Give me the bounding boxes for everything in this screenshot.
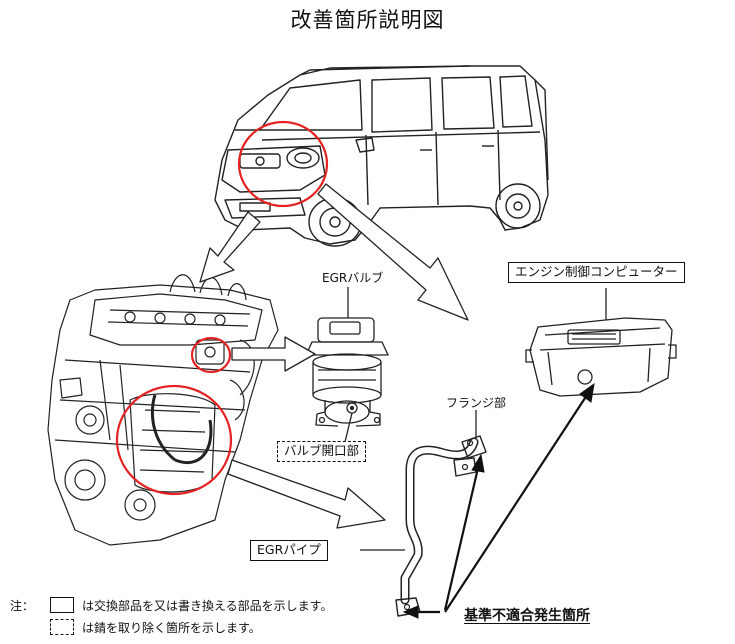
page-title: 改善箇所説明図 — [290, 8, 445, 32]
vehicle-highlight-circle — [237, 120, 329, 208]
egr-pipe-illustration — [395, 435, 487, 617]
ecu-label: エンジン制御コンピューター — [508, 262, 685, 283]
valve-opening-label: バルブ開口部 — [277, 441, 367, 462]
callout-arrows — [199, 183, 469, 529]
egr-pipe-label: EGRパイプ — [250, 540, 328, 561]
egr-valve-illustration — [305, 317, 389, 427]
leader-lines — [344, 287, 477, 551]
legend-solid-text: は交換部品を又は書き換える部品を示します。 — [82, 599, 333, 613]
legend-prefix: 注： — [10, 599, 35, 613]
legend-dashed-text: は錆を取り除く箇所を示します。 — [82, 621, 261, 635]
defect-arrows — [402, 382, 595, 619]
egr-valve-label: EGRバルブ — [322, 271, 384, 285]
defect-location-label: 基準不適合発生箇所 — [464, 608, 590, 624]
egr-valve-highlight-circle — [190, 336, 232, 374]
ecu-illustration — [525, 317, 677, 397]
flange-label: フランジ部 — [446, 396, 507, 410]
egr-pipe-highlight-circle — [115, 384, 233, 496]
legend-dashed-box — [50, 619, 74, 635]
vehicle-illustration — [214, 65, 549, 247]
engine-illustration — [47, 274, 279, 546]
legend-solid-box — [50, 597, 74, 613]
